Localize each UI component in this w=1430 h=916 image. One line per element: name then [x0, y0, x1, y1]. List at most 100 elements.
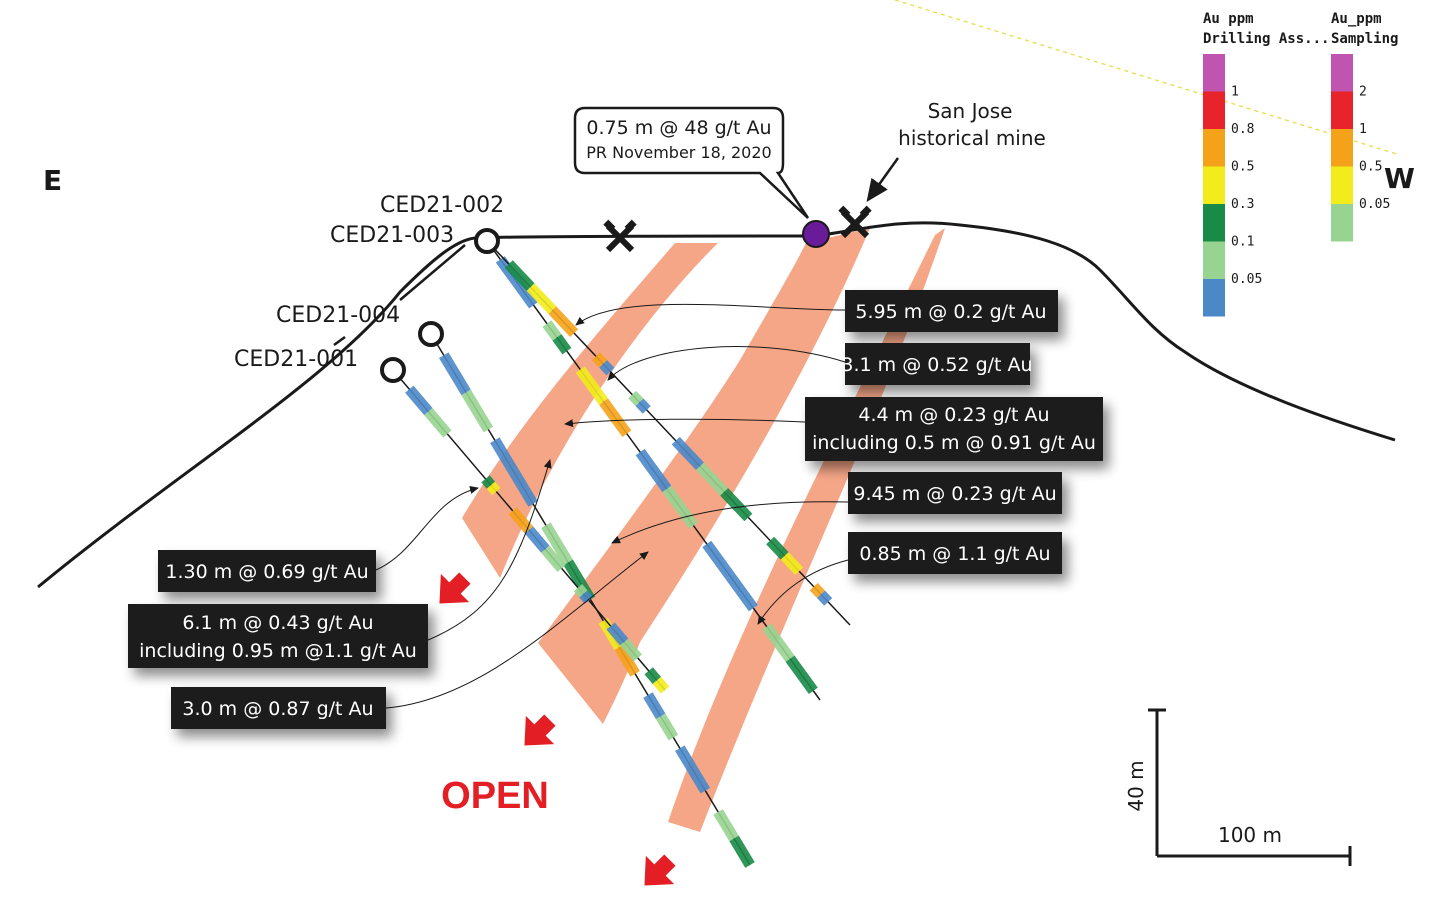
legend-swatch	[1331, 204, 1353, 242]
assay-segment	[541, 545, 566, 572]
scale-horizontal-label: 100 m	[1218, 823, 1282, 847]
intercept-box-3	[805, 397, 1103, 461]
intercept-text-5: 0.85 m @ 1.1 g/t Au	[859, 543, 1050, 565]
scale-vertical-label: 40 m	[1124, 760, 1148, 811]
intercept-box-2	[845, 343, 1030, 385]
assay-segment	[635, 448, 672, 493]
assay-segment	[655, 713, 679, 741]
hole-label-ced21-001: CED21-001	[234, 347, 358, 372]
assay-segment	[599, 360, 615, 376]
legend: Au ppm Drilling Ass... Au_ppm Sampling 1…	[1203, 11, 1398, 317]
legend-swatch	[1203, 241, 1225, 279]
assay-segment	[614, 644, 640, 677]
intercept-box-6	[158, 550, 376, 592]
assay-segment	[695, 462, 729, 496]
assay-segment	[635, 398, 651, 414]
assay-segment	[606, 622, 629, 646]
legend-tick-label: 0.5	[1231, 160, 1254, 175]
intercept-text-7a: 6.1 m @ 0.43 g/t Au	[182, 612, 373, 634]
assay-segment	[508, 507, 534, 534]
assay-segment	[809, 582, 825, 599]
legend-tick-label: 0.8	[1231, 122, 1254, 137]
assay-segment	[628, 390, 644, 407]
mine-label-line2: historical mine	[898, 126, 1046, 150]
assay-segment	[548, 306, 579, 337]
assay-segment	[785, 655, 818, 695]
section-trace-line	[894, 0, 1401, 156]
assay-segment	[725, 572, 758, 612]
assay-segment	[579, 590, 594, 604]
intercept-text-6: 1.30 m @ 0.69 g/t Au	[165, 561, 368, 583]
assay-segment	[780, 552, 804, 576]
assay-segment	[662, 485, 698, 529]
legend-tick-label: 2	[1359, 85, 1367, 100]
intercept-text-2: 3.1 m @ 0.52 g/t Au	[841, 354, 1032, 376]
legend-swatch	[1203, 279, 1225, 317]
callout-line1: 0.75 m @ 48 g/t Au	[586, 117, 771, 139]
intercept-text-3b: including 0.5 m @ 0.91 g/t Au	[812, 432, 1096, 454]
assay-segment	[720, 488, 753, 522]
historic-intercept-callout: 0.75 m @ 48 g/t Au PR November 18, 2020	[573, 106, 810, 219]
hole-label-ced21-002: CED21-002	[380, 193, 504, 218]
legend-drilling-title2: Drilling Ass...	[1203, 31, 1329, 47]
assay-segment	[675, 745, 698, 773]
open-arrow-icon	[644, 854, 676, 886]
collar-ced21-001	[380, 357, 406, 383]
legend-tick-label: 0.5	[1359, 160, 1382, 175]
legend-sampling-title1: Au_ppm	[1331, 11, 1382, 27]
assay-segment	[766, 536, 789, 560]
assay-segment	[542, 320, 562, 341]
assay-segment	[591, 352, 608, 368]
assay-segment	[620, 638, 642, 662]
legend-tick-label: 0.05	[1359, 197, 1390, 212]
assay-segment	[671, 436, 704, 471]
legend-tick-label: 0.1	[1231, 235, 1254, 250]
mine-label-line1: San Jose	[928, 99, 1013, 123]
assay-segment	[713, 809, 739, 842]
legend-tick-label: 0.05	[1231, 272, 1262, 287]
assay-segment	[524, 526, 550, 553]
intercept-text-7b: including 0.95 m @1.1 g/t Au	[139, 640, 417, 662]
legend-drilling-title1: Au ppm	[1203, 11, 1254, 27]
assay-segment	[702, 540, 735, 580]
assay-segment	[573, 584, 588, 598]
intercept-box-5	[848, 532, 1062, 574]
legend-tick-label: 0.3	[1231, 197, 1254, 212]
assay-segment	[504, 260, 535, 291]
hole-label-ced21-004: CED21-004	[276, 303, 400, 328]
legend-tick-label: 1	[1359, 122, 1367, 137]
assay-segment	[405, 385, 433, 416]
assay-segment	[575, 366, 609, 405]
legend-swatch	[1203, 54, 1225, 92]
intercept-boxes	[128, 290, 1103, 729]
assay-segment	[541, 522, 573, 566]
assay-segment	[816, 590, 833, 606]
assay-segment	[486, 481, 501, 496]
open-arrow-icon	[524, 714, 556, 746]
legend-swatch	[1203, 204, 1225, 242]
intercept-box-1	[845, 290, 1058, 332]
assay-segment	[490, 437, 519, 475]
intercept-text-1: 5.95 m @ 0.2 g/t Au	[855, 301, 1046, 323]
leader-lines	[375, 303, 849, 709]
collar-ced21-002-003	[474, 228, 500, 254]
mine-symbol-icon	[838, 205, 872, 239]
mine-symbol-icon	[603, 219, 637, 253]
assay-segment	[526, 283, 557, 314]
assay-segment	[509, 469, 538, 507]
collar-ced21-004	[418, 321, 444, 347]
scale-bar	[1148, 708, 1352, 866]
open-label: OPEN	[441, 775, 549, 817]
legend-swatch	[1331, 54, 1353, 92]
intercept-box-8	[171, 687, 386, 729]
legend-swatch	[1331, 129, 1353, 167]
legend-sampling-colorbar: 2 1 0.5 0.05	[1331, 54, 1390, 242]
legend-swatch	[1203, 166, 1225, 204]
assay-segment	[439, 352, 471, 396]
legend-sampling-title2: Sampling	[1331, 31, 1398, 47]
legend-swatch	[1203, 91, 1225, 129]
assay-segment	[762, 623, 795, 662]
legend-tick-label: 1	[1231, 85, 1239, 100]
assay-segment	[461, 389, 494, 433]
